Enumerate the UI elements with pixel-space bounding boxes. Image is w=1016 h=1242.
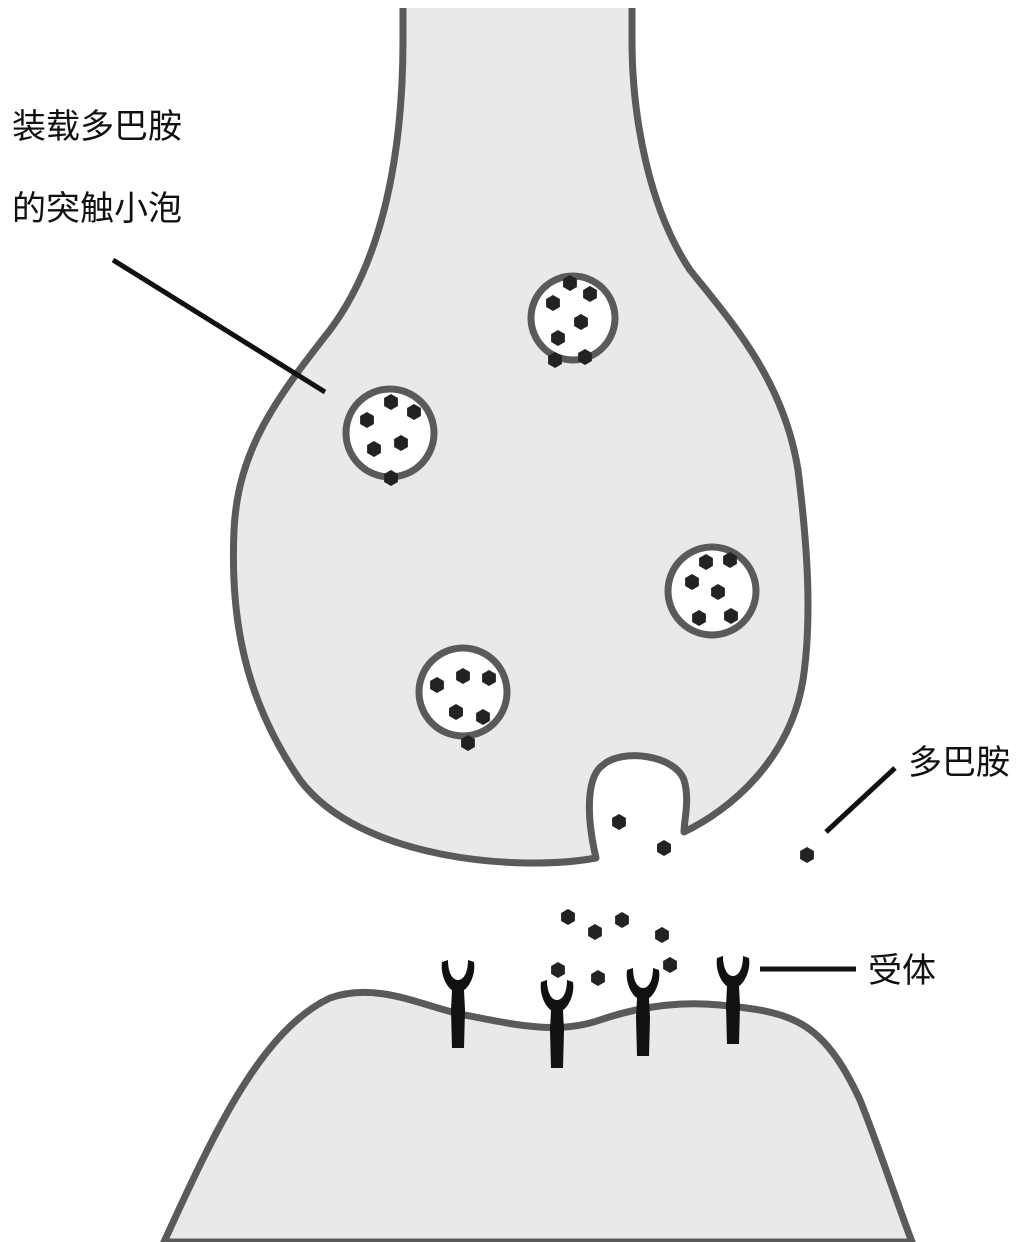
dopamine-label: 多巴胺: [908, 743, 1010, 783]
dopamine-molecule: [663, 957, 677, 973]
vesicle-leader-line: [113, 260, 325, 392]
synaptic-vesicle: [419, 648, 507, 736]
dopamine-molecule: [657, 840, 671, 856]
presynaptic-terminal: [233, 8, 808, 863]
dopamine-molecule: [551, 962, 565, 978]
dopamine-molecule: [800, 847, 814, 863]
vesicle-label-line2: 的突触小泡: [12, 189, 182, 229]
dopamine-leader-line: [826, 768, 895, 832]
dopamine-molecule: [561, 909, 575, 925]
postsynaptic-neuron: [164, 992, 912, 1242]
dopamine-molecule: [612, 814, 626, 830]
dopamine-molecule: [591, 970, 605, 986]
dopamine-molecule: [588, 924, 602, 940]
receptor-label: 受体: [868, 951, 936, 991]
dopamine-molecule: [655, 927, 669, 943]
dopamine-molecule: [615, 912, 629, 928]
vesicle-label-line1: 装载多巴胺: [12, 107, 182, 147]
